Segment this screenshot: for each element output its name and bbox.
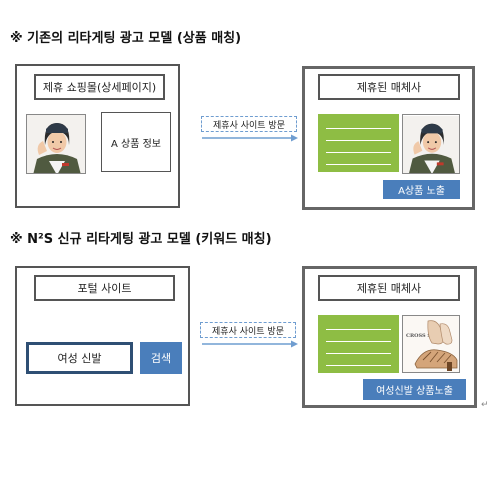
media-partner-label: 제휴된 매체사 (318, 275, 460, 301)
visit-site-label: 제휴사 사이트 방문 (200, 322, 296, 338)
person-photo-icon (26, 114, 86, 174)
product-info-box: A 상품 정보 (101, 112, 171, 172)
ad-content-block (318, 315, 399, 373)
arrow-right-icon (202, 340, 298, 348)
product-exposure-button: A상품 노출 (383, 180, 460, 199)
search-input[interactable]: 여성 신발 (26, 342, 133, 374)
women-shoes-exposure-button: 여성신발 상품노출 (363, 379, 466, 400)
visit-site-label: 제휴사 사이트 방문 (201, 116, 297, 132)
ad-content-block (318, 114, 399, 172)
portal-site-label: 포털 사이트 (34, 275, 175, 301)
section1-title: ※ 기존의 리타게팅 광고 모델 (상품 매칭) (10, 31, 242, 46)
arrow-right-icon (202, 134, 298, 142)
section2-title: ※ N²S 신규 리타게팅 광고 모델 (키워드 매칭) (10, 232, 272, 247)
shoe-photo-icon: CROSS STYLE (402, 315, 460, 373)
search-button[interactable]: 검색 (140, 342, 182, 374)
return-mark-icon: ↵ (481, 400, 489, 410)
media-partner-label: 제휴된 매체사 (318, 74, 460, 100)
person-photo-icon (402, 114, 460, 174)
shopping-mall-label: 제휴 쇼핑몰(상세페이지) (34, 74, 165, 100)
shoe-ad-text: CROSS STYLE (406, 333, 446, 339)
